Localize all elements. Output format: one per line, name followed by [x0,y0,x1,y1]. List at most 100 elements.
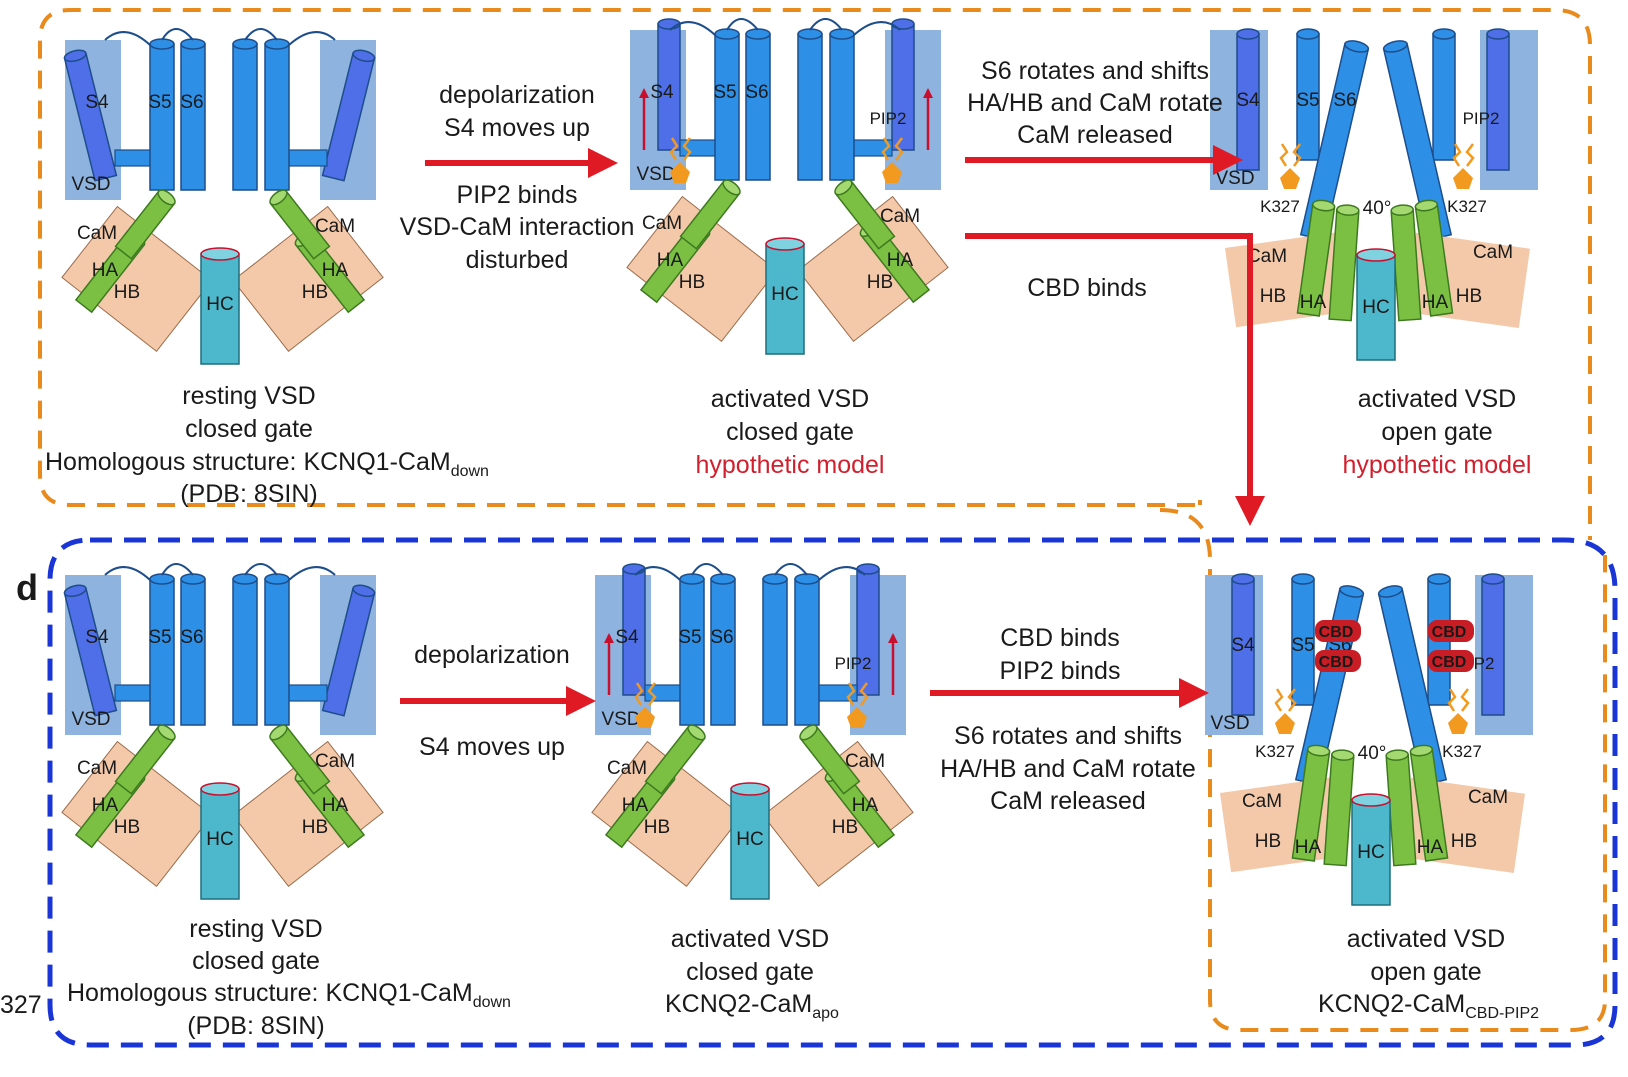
cam-left [61,740,213,888]
s4s5-linker-left [114,149,156,167]
label-hc: HC [1362,297,1389,318]
hb-helix-right [1414,199,1454,317]
svg-text:(PDB: 8SIN): (PDB: 8SIN) [187,1012,325,1040]
svg-text:open gate: open gate [1370,958,1481,986]
hc-helix [200,782,240,900]
ha2-helix-right [799,724,861,795]
label-cam-left: CaM [77,758,117,779]
label-ha-left: HA [1300,292,1327,313]
cbd-label-1: CBD [1319,654,1354,671]
svg-text:open gate: open gate [1381,418,1492,446]
s5-helix-right [264,573,290,726]
label-ha-left: HA [657,250,684,271]
hc-helix [1351,793,1391,906]
ha2-helix-left [679,179,741,250]
svg-text:Homologous structure: KCNQ1-Ca: Homologous structure: KCNQ1-CaMdown [45,448,489,480]
loops [104,28,336,46]
bottom-blue-dashed-box [47,537,1618,1048]
s5-helix-left [149,573,175,726]
label-s4: S4 [615,627,639,648]
svg-text:PIP2 binds: PIP2 binds [457,181,578,209]
label-hb-left: HB [114,282,140,303]
bottom-state2-caption: activated VSD closed gate KCNQ2-CaMapo [665,925,839,1022]
top-step1-text: depolarization S4 moves up PIP2 binds VS… [400,81,635,274]
label-s5: S5 [148,92,171,113]
label-ha-right: HA [887,250,914,271]
cam-right [232,740,384,888]
s4-helix-left [622,563,646,696]
top-step3-text: CBD binds [1027,274,1147,302]
bottom-state3-caption: activated VSD open gate KCNQ2-CaMCBD-PIP… [1318,925,1539,1022]
s6-helix-left [745,28,771,181]
arrow-top-step3 [965,233,1265,526]
ha2-helix-left [114,724,176,795]
label-s6: S6 [180,92,203,113]
label-hc: HC [1357,842,1384,863]
ha2-helix-right [834,179,896,250]
hb-helix-right [1409,744,1449,862]
label-s4: S4 [1231,635,1255,656]
svg-text:Homologous structure: KCNQ1-Ca: Homologous structure: KCNQ1-CaMdown [67,979,511,1011]
label-k327-left: K327 [1260,197,1300,216]
label-vsd: VSD [71,174,110,195]
s6-helix-right [797,28,823,181]
label-s5: S5 [148,627,171,648]
s5-helix-left [149,38,175,191]
s6-helix-right [232,38,258,191]
ha2-helix-right [269,189,331,260]
cam-right [232,205,384,353]
svg-text:resting VSD: resting VSD [182,382,315,410]
top-step2-text: S6 rotates and shifts HA/HB and CaM rota… [967,57,1223,149]
s4-helix-right [891,18,915,151]
svg-text:depolarization: depolarization [439,81,595,109]
cam-left [61,205,213,353]
label-cam-right: CaM [880,206,920,227]
label-hb-left: HB [679,272,705,293]
label-s6: S6 [1333,90,1356,111]
pip2-right [846,682,869,728]
s4-helix-right [856,563,880,696]
label-hb-right: HB [867,272,893,293]
label-hb-left: HB [644,817,670,838]
cbd-box-0: CBD [1315,620,1361,642]
cbd-label-3: CBD [1432,654,1467,671]
label-cam-left: CaM [642,213,682,234]
label-k327-right: K327 [1447,197,1487,216]
label-cam-right: CaM [315,216,355,237]
pip2-right [881,137,904,183]
cbd-box-1: CBD [1315,650,1361,672]
pip2-left [1274,688,1297,734]
label-s5: S5 [1291,635,1314,656]
ha-helix-left [1323,749,1355,867]
svg-text:closed gate: closed gate [686,958,814,986]
bottom-step1-line1: depolarization [414,641,570,669]
top-state1-caption: resting VSD closed gate Homologous struc… [45,382,489,508]
svg-text:activated VSD: activated VSD [671,925,829,953]
label-hb-right: HB [1451,831,1477,852]
label-hc: HC [771,284,798,305]
cbd-box-2: CBD [1428,620,1474,642]
s4-helix-right [321,49,376,182]
label-s4: S4 [85,627,109,648]
label-s4: S4 [650,82,674,103]
label-cam-left: CaM [77,223,117,244]
pip2-right [1447,688,1470,734]
svg-text:S6 rotates and shifts: S6 rotates and shifts [981,57,1209,85]
label-cam-right: CaM [1468,787,1508,808]
s5-helix-right [794,573,820,726]
label-ha-left: HA [92,260,119,281]
label-s5: S5 [713,82,736,103]
label-vsd: VSD [71,709,110,730]
label-k327-left: K327 [1255,742,1295,761]
hb-helix-left [1296,199,1336,317]
s5-helix-left [679,573,705,726]
label-pip2: PIP2 [1463,109,1500,128]
panel-label: d [16,567,38,608]
svg-text:closed gate: closed gate [192,947,320,975]
label-hc: HC [206,294,233,315]
cam-right [762,740,914,888]
label-hc: HC [736,829,763,850]
label-k327-right: K327 [1442,742,1482,761]
